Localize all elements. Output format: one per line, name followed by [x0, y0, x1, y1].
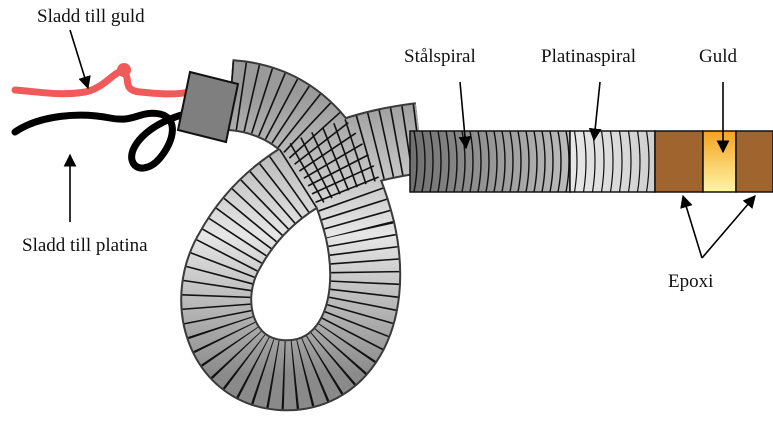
label-platinum-wire: Sladd till platina [22, 235, 148, 256]
steel-coil-loop [216, 95, 420, 375]
gold-wire [15, 72, 190, 94]
arrow-gold-wire [70, 30, 88, 88]
epoxy-right [736, 131, 773, 192]
platinum-wire [15, 113, 185, 168]
epoxy-left [655, 131, 703, 192]
label-platinum-coil: Platinaspiral [541, 46, 636, 67]
label-steel-coil: Stålspiral [404, 46, 476, 67]
gold-band [703, 131, 736, 192]
steel-coil-straight [410, 131, 570, 192]
tip [655, 131, 773, 192]
platinum-coil [570, 131, 655, 192]
arrow-epoxy-right [702, 196, 755, 258]
connector [178, 72, 238, 142]
arrow-epoxy-left [683, 196, 702, 258]
label-gold: Guld [699, 46, 738, 67]
label-gold-wire: Sladd till guld [37, 6, 145, 27]
label-epoxy: Epoxi [668, 271, 713, 292]
